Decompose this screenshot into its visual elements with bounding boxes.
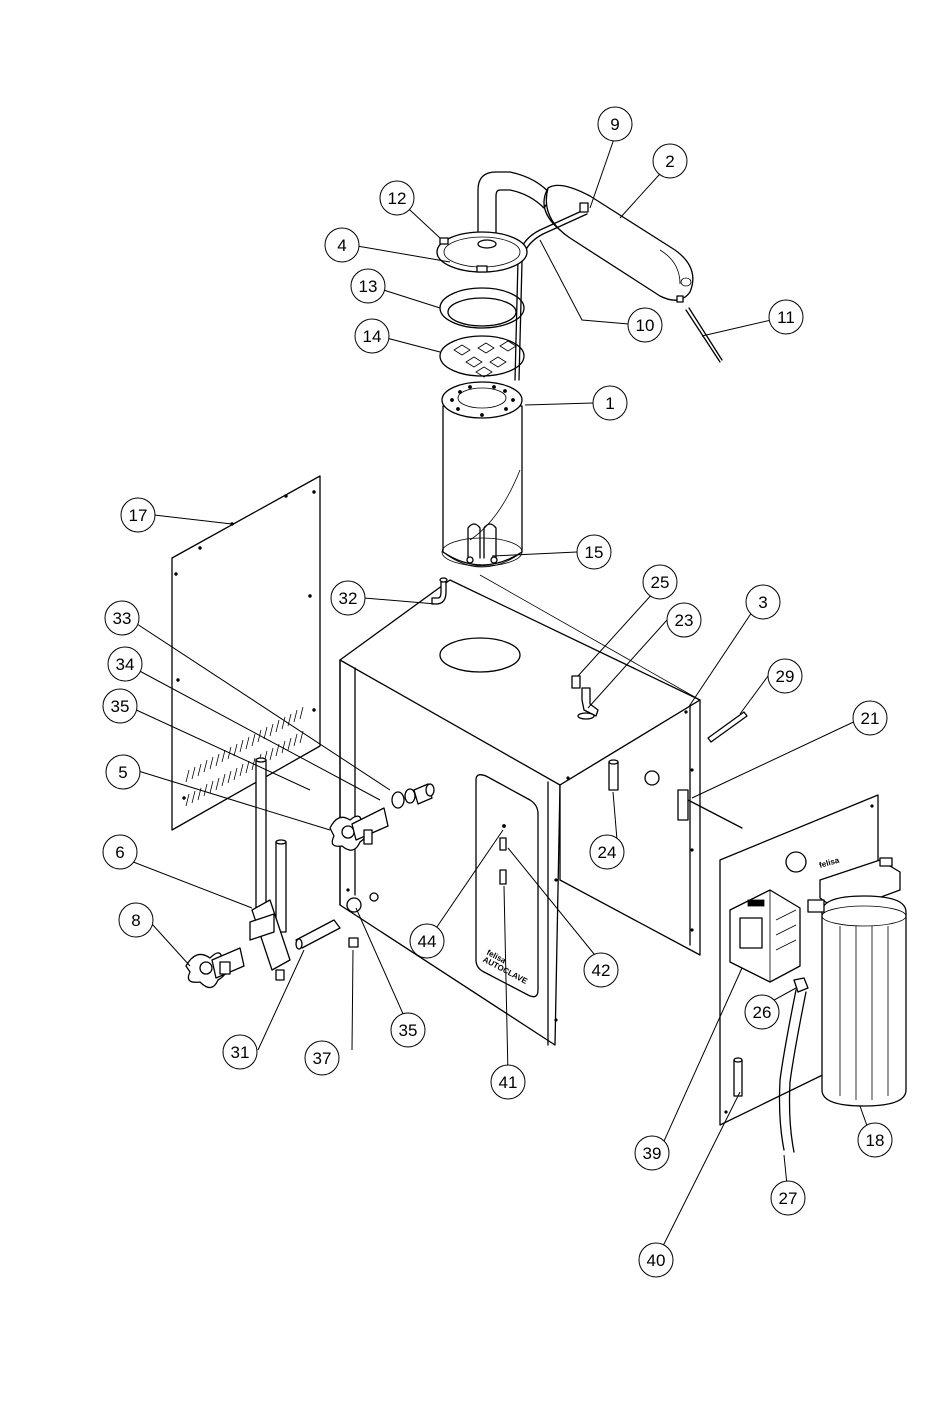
svg-text:10: 10 (636, 316, 655, 335)
svg-text:23: 23 (675, 611, 694, 630)
svg-text:13: 13 (359, 277, 378, 296)
svg-text:25: 25 (651, 573, 670, 592)
callout-34: 34 (108, 647, 142, 681)
svg-text:14: 14 (363, 327, 382, 346)
svg-text:35: 35 (111, 697, 130, 716)
svg-text:40: 40 (647, 1251, 666, 1270)
svg-text:34: 34 (116, 655, 135, 674)
filter-housing: felisa (808, 855, 906, 1106)
plug-37 (349, 938, 358, 947)
perforated-plate (440, 336, 524, 377)
svg-text:4: 4 (337, 236, 346, 255)
svg-text:26: 26 (753, 1003, 772, 1022)
callout-23: 23 (667, 603, 701, 637)
side-panel (172, 476, 320, 830)
svg-text:27: 27 (779, 1189, 798, 1208)
callout-35-bottom: 35 (391, 1013, 425, 1047)
svg-text:5: 5 (118, 763, 127, 782)
gasket-ring (440, 288, 524, 328)
callout-8: 8 (119, 903, 153, 937)
level-gauge (250, 758, 290, 980)
svg-text:33: 33 (113, 609, 132, 628)
callout-15: 15 (577, 535, 611, 569)
callout-37: 37 (305, 1041, 339, 1075)
svg-text:15: 15 (585, 543, 604, 562)
callout-14: 14 (355, 319, 389, 353)
pressure-sensor (609, 760, 618, 790)
callout-10: 10 (628, 308, 662, 342)
callout-11: 11 (769, 300, 803, 334)
callout-33: 33 (105, 601, 139, 635)
callout-17: 17 (121, 498, 155, 532)
rod-29 (708, 712, 747, 742)
callout-4: 4 (325, 228, 359, 262)
condenser-cylinder (544, 185, 693, 302)
callout-29: 29 (768, 659, 802, 693)
callout-18: 18 (858, 1123, 892, 1157)
callout-3: 3 (746, 585, 780, 619)
svg-text:6: 6 (115, 843, 124, 862)
svg-text:17: 17 (129, 506, 148, 525)
svg-text:8: 8 (131, 911, 140, 930)
svg-text:31: 31 (231, 1043, 250, 1062)
callout-31: 31 (223, 1035, 257, 1069)
callout-41: 41 (491, 1065, 525, 1099)
callout-9: 9 (598, 107, 632, 141)
svg-text:9: 9 (610, 115, 619, 134)
drain-knob (186, 948, 244, 988)
callout-44: 44 (410, 924, 444, 958)
probe-rod (686, 308, 722, 362)
lid (437, 232, 527, 272)
svg-text:37: 37 (313, 1049, 332, 1068)
callout-24: 24 (590, 835, 624, 869)
svg-text:24: 24 (598, 843, 617, 862)
callout-6: 6 (103, 835, 137, 869)
svg-text:2: 2 (665, 152, 674, 171)
callout-32: 32 (331, 581, 365, 615)
callout-40: 40 (639, 1243, 673, 1277)
svg-text:32: 32 (339, 589, 358, 608)
front-label-panel: felisa AUTOCLAVE (476, 775, 538, 997)
callout-21: 21 (853, 701, 887, 735)
svg-text:41: 41 (499, 1073, 518, 1092)
callout-13: 13 (351, 269, 385, 303)
callout-1: 1 (593, 386, 627, 420)
callout-26: 26 (745, 995, 779, 1029)
svg-text:18: 18 (866, 1131, 885, 1150)
callout-5: 5 (106, 755, 140, 789)
svg-text:29: 29 (776, 667, 795, 686)
svg-text:1: 1 (605, 394, 614, 413)
svg-text:42: 42 (592, 961, 611, 980)
svg-text:12: 12 (388, 189, 407, 208)
callout-27: 27 (771, 1181, 805, 1215)
svg-text:39: 39 (643, 1144, 662, 1163)
callout-25: 25 (643, 565, 677, 599)
svg-text:3: 3 (758, 593, 767, 612)
callout-2: 2 (653, 144, 687, 178)
svg-text:44: 44 (418, 932, 437, 951)
callout-12: 12 (380, 181, 414, 215)
boiler-vessel (442, 382, 522, 567)
callout-39: 39 (635, 1136, 669, 1170)
fitting-40 (734, 1058, 742, 1096)
svg-text:21: 21 (861, 709, 880, 728)
callout-35-left: 35 (103, 689, 137, 723)
svg-text:11: 11 (777, 308, 795, 327)
callout-42: 42 (584, 953, 618, 987)
pipe-31 (296, 920, 340, 949)
svg-text:35: 35 (399, 1021, 418, 1040)
